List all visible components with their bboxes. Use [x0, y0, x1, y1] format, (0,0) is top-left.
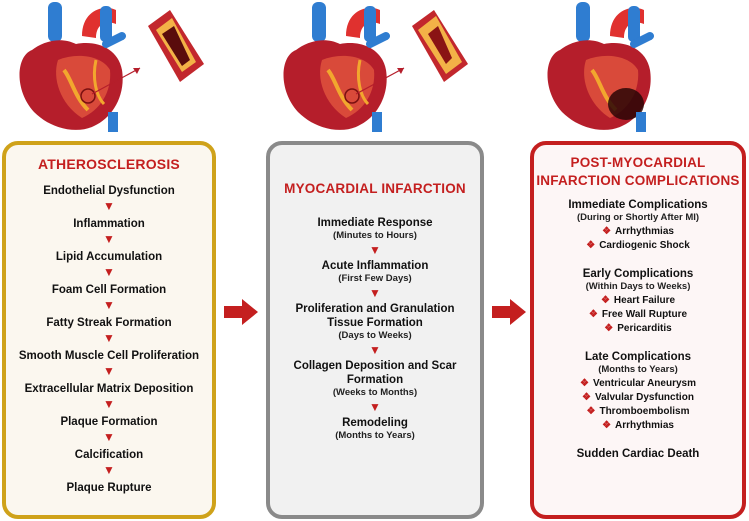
complication-item: ❖Cardiogenic Shock	[534, 239, 742, 253]
complication-item: ❖Thromboembolism	[534, 405, 742, 419]
flow-arrow-icon	[492, 299, 526, 325]
diamond-bullet-icon: ❖	[588, 309, 598, 320]
down-arrow-icon: ▼	[103, 430, 115, 444]
mi-stage-label: Acute Inflammation	[321, 260, 429, 272]
diamond-bullet-icon: ❖	[582, 392, 592, 403]
down-arrow-icon: ▼	[103, 232, 115, 246]
complication-item-label: Arrhythmias	[615, 420, 674, 431]
post-mi-complications-panel: POST-MYOCARDIAL INFARCTION COMPLICATIONS…	[530, 141, 746, 519]
atherosclerosis-step: Endothelial Dysfunction	[43, 185, 175, 197]
mi-stage: Proliferation and Granulation Tissue For…	[270, 302, 480, 342]
down-arrow-icon: ▼	[103, 199, 115, 213]
complication-item-label: Heart Failure	[613, 295, 676, 306]
mi-stage-timeframe: (First Few Days)	[338, 273, 412, 284]
complication-timeframe: (Within Days to Weeks)	[585, 281, 691, 292]
complication-item-label: Ventricular Aneurysm	[592, 378, 696, 389]
complication-timeframe: (Months to Years)	[598, 364, 678, 375]
atherosclerosis-step: Smooth Muscle Cell Proliferation	[18, 350, 200, 362]
heart-illustration-1	[19, 2, 204, 132]
complication-item: ❖Heart Failure	[534, 294, 742, 308]
complication-heading: Late Complications	[584, 351, 692, 363]
complication-heading: Early Complications	[582, 268, 694, 280]
atherosclerosis-step: Plaque Formation	[60, 416, 158, 428]
atherosclerosis-step: Plaque Rupture	[66, 482, 152, 494]
mi-stage-timeframe: (Weeks to Months)	[332, 387, 418, 398]
down-arrow-icon: ▼	[369, 286, 381, 300]
diamond-bullet-icon: ❖	[602, 226, 612, 237]
diamond-bullet-icon: ❖	[580, 378, 589, 389]
complication-timeframe: (During or Shortly After MI)	[576, 212, 700, 223]
diamond-bullet-icon: ❖	[604, 323, 614, 334]
atherosclerosis-step: Calcification	[74, 449, 144, 461]
atherosclerosis-title: ATHEROSCLEROSIS	[38, 156, 180, 172]
down-arrow-icon: ▼	[103, 364, 115, 378]
down-arrow-icon: ▼	[369, 400, 381, 414]
post-mi-footer: Sudden Cardiac Death	[576, 448, 700, 460]
complication-item-label: Pericarditis	[617, 323, 672, 334]
complication-item-label: Arrhythmias	[615, 226, 674, 237]
atherosclerosis-step: Fatty Streak Formation	[46, 317, 172, 329]
down-arrow-icon: ▼	[103, 331, 115, 345]
atherosclerosis-panel: ATHEROSCLEROSIS Endothelial Dysfunction ▼…	[2, 141, 216, 519]
atherosclerosis-step: Extracellular Matrix Deposition	[24, 383, 194, 395]
diamond-bullet-icon: ❖	[600, 295, 610, 306]
mi-stage-timeframe: (Minutes to Hours)	[333, 230, 417, 241]
complication-item: ❖Pericarditis	[534, 322, 742, 336]
mi-stage: Remodeling(Months to Years)	[270, 416, 480, 442]
diamond-bullet-icon: ❖	[586, 406, 596, 417]
complication-heading: Immediate Complications	[568, 199, 708, 211]
diamond-bullet-icon: ❖	[602, 420, 612, 431]
mi-stage: Immediate Response(Minutes to Hours)	[270, 216, 480, 242]
mi-stage-label: Immediate Response	[317, 217, 433, 229]
complication-item-label: Valvular Dysfunction	[595, 392, 694, 403]
myocardial-infarction-title: MYOCARDIAL INFARCTION	[284, 181, 466, 196]
complication-group: Immediate Complications(During or Shortl…	[534, 198, 742, 253]
complication-item: ❖Ventricular Aneurysm	[534, 377, 742, 391]
complication-item: ❖Valvular Dysfunction	[534, 391, 742, 405]
mi-stage-label: Remodeling	[342, 417, 408, 429]
mi-stage-label: Collagen Deposition and Scar Formation	[293, 360, 457, 386]
post-mi-title-line1: POST-MYOCARDIAL	[570, 155, 706, 170]
complication-item: ❖Arrhythmias	[534, 225, 742, 239]
complication-item: ❖Free Wall Rupture	[534, 308, 742, 322]
complication-group: Early Complications(Within Days to Weeks…	[534, 267, 742, 336]
mi-stage-timeframe: (Months to Years)	[335, 430, 415, 441]
mi-stage: Collagen Deposition and Scar Formation(W…	[270, 359, 480, 399]
flow-arrow-icon	[224, 299, 258, 325]
post-mi-complication-groups: Immediate Complications(During or Shortl…	[534, 198, 742, 433]
down-arrow-icon: ▼	[103, 397, 115, 411]
complication-group: Late Complications(Months to Years)❖Vent…	[534, 350, 742, 433]
complication-item-label: Cardiogenic Shock	[599, 240, 690, 251]
myocardial-infarction-panel: MYOCARDIAL INFARCTION Immediate Response…	[266, 141, 484, 519]
atherosclerosis-step: Lipid Accumulation	[55, 251, 163, 263]
down-arrow-icon: ▼	[369, 243, 381, 257]
complication-item: ❖Arrhythmias	[534, 419, 742, 433]
down-arrow-icon: ▼	[369, 343, 381, 357]
down-arrow-icon: ▼	[103, 265, 115, 279]
down-arrow-icon: ▼	[103, 463, 115, 477]
mi-stage-label: Proliferation and Granulation Tissue For…	[295, 303, 455, 329]
post-mi-title-line2: INFARCTION COMPLICATIONS	[536, 173, 740, 188]
down-arrow-icon: ▼	[103, 298, 115, 312]
complication-item-label: Thromboembolism	[599, 406, 690, 417]
atherosclerosis-step: Foam Cell Formation	[51, 284, 167, 296]
heart-illustration-3	[547, 2, 654, 132]
heart-illustration-2	[283, 2, 468, 132]
atherosclerosis-step: Inflammation	[73, 218, 145, 230]
mi-stage-timeframe: (Days to Weeks)	[338, 330, 412, 341]
diamond-bullet-icon: ❖	[586, 240, 596, 251]
atherosclerosis-steps: Endothelial Dysfunction ▼ Inflammation ▼ Lip…	[6, 184, 212, 495]
myocardial-infarction-steps: Immediate Response(Minutes to Hours)▼Acu…	[270, 216, 480, 442]
complication-item-label: Free Wall Rupture	[601, 309, 688, 320]
mi-stage: Acute Inflammation(First Few Days)	[270, 259, 480, 285]
